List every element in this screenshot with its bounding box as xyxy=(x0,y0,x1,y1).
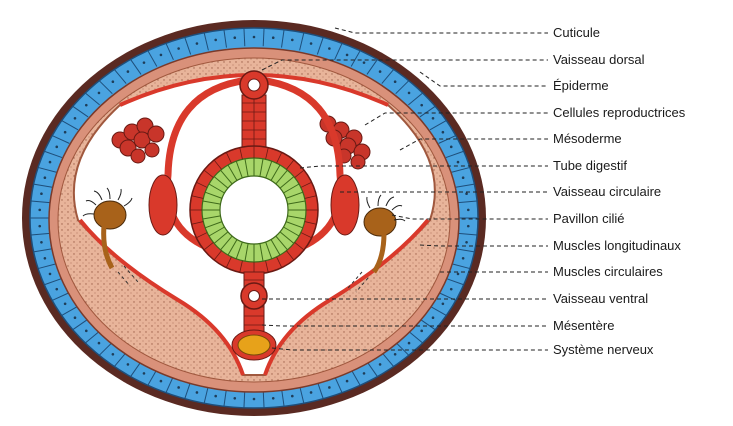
label-vaisseau-circulaire: Vaisseau circulaire xyxy=(553,184,661,200)
vessel-swelling-right xyxy=(331,175,359,235)
label-vaisseau-dorsal: Vaisseau dorsal xyxy=(553,52,645,68)
label-mesoderme: Mésoderme xyxy=(553,131,622,147)
label-systeme-nerveux: Système nerveux xyxy=(553,342,653,358)
label-muscles-circulaires: Muscles circulaires xyxy=(553,264,663,280)
label-vaisseau-ventral: Vaisseau ventral xyxy=(553,291,648,307)
label-mesentere: Mésentère xyxy=(553,318,614,334)
gut-lumen xyxy=(220,176,288,244)
vessel-swelling-left xyxy=(149,175,177,235)
label-cellules-reproductrices: Cellules reproductrices xyxy=(553,105,685,121)
label-muscles-longitudinaux: Muscles longitudinaux xyxy=(553,238,681,254)
label-cuticule: Cuticule xyxy=(553,25,600,41)
label-pavillon-cilie: Pavillon cilié xyxy=(553,211,625,227)
label-tube-digestif: Tube digestif xyxy=(553,158,627,174)
label-epiderme: Épiderme xyxy=(553,78,609,94)
nerve-cord xyxy=(238,335,270,355)
